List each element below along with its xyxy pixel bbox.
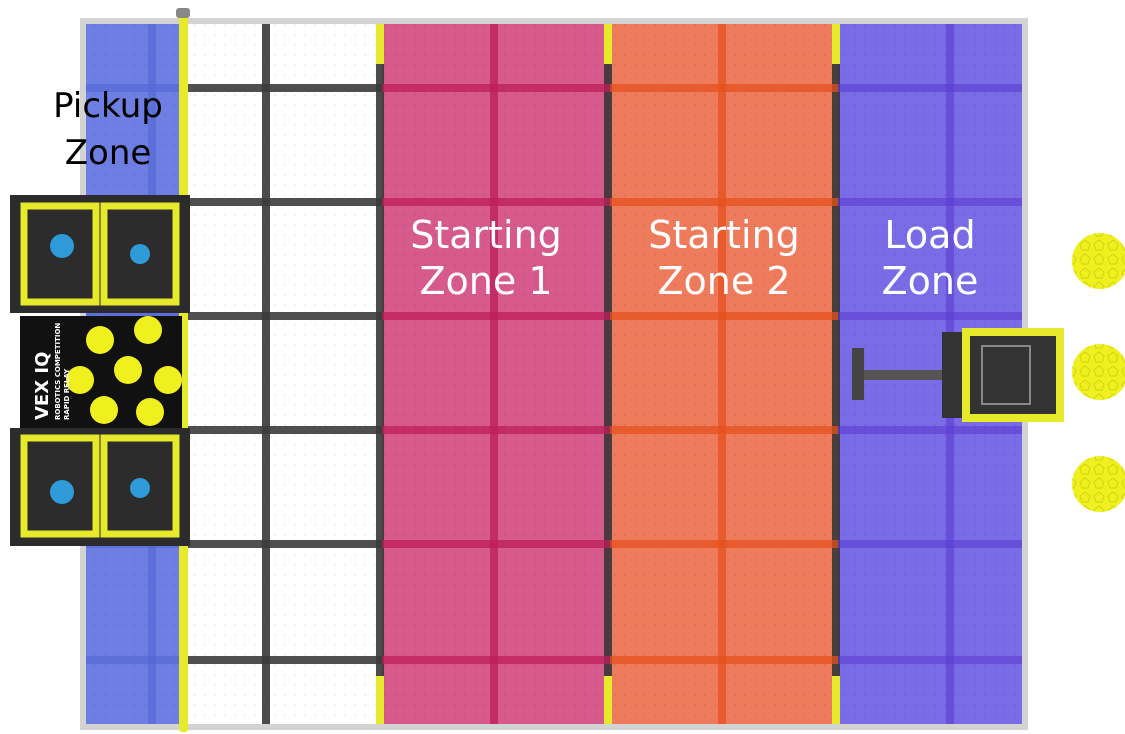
ball-group [1072,233,1125,512]
panel-ball-graphic [90,396,118,424]
grid-line-horizontal [186,426,382,434]
grid-line-horizontal [382,426,610,434]
grid-line-vertical [376,24,384,724]
divider-top-accent [376,24,384,64]
divider-bottom-accent [832,676,840,724]
grid-line-horizontal [186,656,382,664]
robot-body [942,332,1060,418]
grid-line-horizontal [610,312,838,320]
lower-goal-left-target [50,480,74,504]
grid-line-horizontal [186,540,382,548]
grid-line-horizontal [610,426,838,434]
divider-top-accent [604,24,612,64]
grid-line-horizontal [382,198,610,206]
ball-texture [1072,344,1125,400]
robot-arm-bar [858,370,954,380]
panel-ball-graphic [86,326,114,354]
grid-line-horizontal [610,540,838,548]
upper-goal-left-target [50,234,74,258]
lower-goal-right-target [130,478,150,498]
upper-goal-right-target [130,244,150,264]
grid-line-horizontal [186,312,382,320]
grid-line-horizontal [838,540,1022,548]
pickup-zone-label-line1: Pickup [53,86,163,126]
grid-line-horizontal [382,84,610,92]
grid-line-horizontal [186,198,382,206]
grid-line-horizontal [838,426,1022,434]
grid-line-vertical [604,24,612,724]
load-zone-label-line2: Zone [882,259,979,303]
panel-brand: VEX IQ [32,352,53,420]
grid-line-horizontal [186,84,382,92]
grid-line-vertical [832,24,840,724]
panel-line1: ROBOTICS COMPETITION [54,323,62,420]
panel-ball-graphic [134,316,162,344]
ball-texture [1072,456,1125,512]
starting-zone-1-label-line1: Starting [410,213,562,257]
starting-zone-2-label-line1: Starting [648,213,800,257]
grid-line-horizontal [610,84,838,92]
grid-line-horizontal [86,656,186,664]
grid-line-horizontal [382,540,610,548]
ball-texture [1072,233,1125,289]
divider-top-accent [832,24,840,64]
divider-bottom-accent [604,676,612,724]
barrier-cap [176,8,190,18]
upper-goal-frame [10,195,190,313]
grid-line-vertical [718,24,726,724]
grid-line-horizontal [838,656,1022,664]
grid-line-horizontal [838,198,1022,206]
goal-structure: VEX IQ ROBOTICS COMPETITION RAPID RELAY [10,195,190,546]
starting-zone-2-label-line2: Zone 2 [658,259,791,303]
divider-bottom-accent [376,676,384,724]
grid-line-horizontal [382,312,610,320]
grid-line-vertical [262,24,270,724]
panel-line2: RAPID RELAY [63,368,71,420]
starting-zone-1-label-line2: Zone 1 [420,259,553,303]
panel-ball-graphic [136,398,164,426]
robot-arm-end [852,348,864,400]
grid-line-horizontal [610,198,838,206]
grid-line-horizontal [610,656,838,664]
lower-goal-frame [10,428,190,546]
grid-line-horizontal [382,656,610,664]
panel-ball-graphic [114,356,142,384]
panel-ball-graphic [154,366,182,394]
pickup-zone-label-line2: Zone [65,133,152,173]
grid-line-horizontal [838,312,1022,320]
load-zone-label-line1: Load [884,213,975,257]
grid-line-vertical [490,24,498,724]
grid-line-horizontal [838,84,1022,92]
